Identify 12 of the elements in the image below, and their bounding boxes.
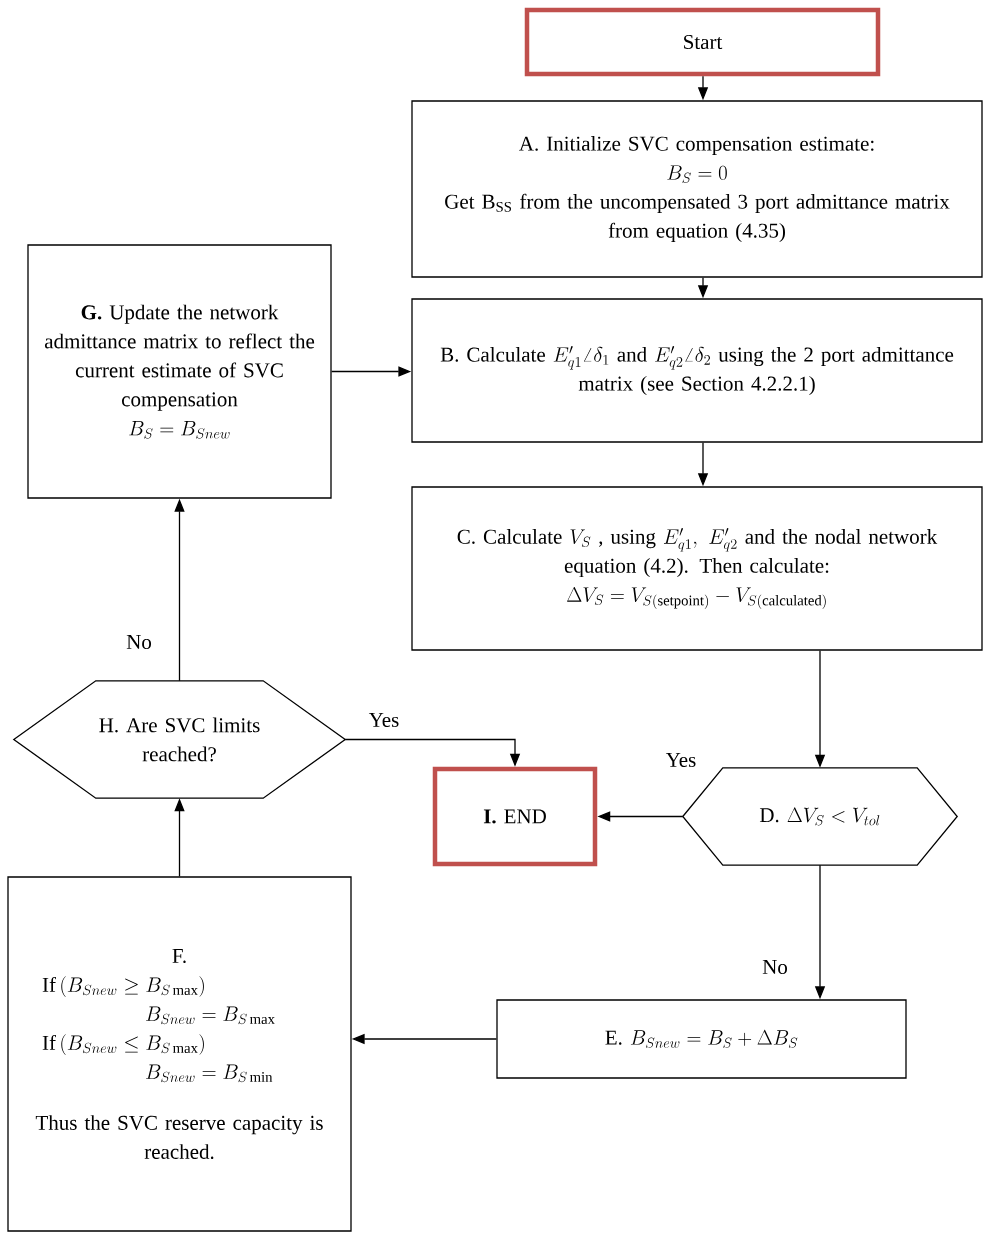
process-box: A. Initialize SVC compensation estimate: $B_S = 0$ Get B$_{SS}$ from the uncompensated 3 port admittance matrix from equation (4.35) xyxy=(411,100,983,278)
edge-label: Yes xyxy=(366,711,402,729)
process-box: C. Calculate $V_S$ , using $E'_{q1},\ E'_{q2}$ and the nodal network equation (4.2). Then calculate: $\Delta V_S = V_{S(\mathrm{setpoint})} - V_{S(\mathrm{calculated})}$ xyxy=(411,486,983,651)
edge-label: No xyxy=(760,958,790,976)
terminal-box: I. END xyxy=(432,766,598,867)
process-box: F. $\mathrm{If}\left(B_{Snew} \geq B_{S\max}\right)$ $B_{Snew} = B_{S\max}$ $\mathrm{If}\left( B_{Snew} \leq B_{S\max} \right)$ $B_{Snew} = B_{S\min}$ Thus the SVC reserve capacity is reached. xyxy=(7,876,352,1232)
process-box: G. Update the network admittance matrix to reflect the current estimate of SVC compensation $B_S = B_{Snew}$ xyxy=(27,244,332,499)
process-box: E. $B_{Snew} = B_S + \Delta B_S$ xyxy=(496,999,907,1079)
terminal-box: Start xyxy=(524,7,881,77)
edge-label: Yes xyxy=(663,751,699,769)
edge-label: No xyxy=(124,633,154,651)
process-box: B. Calculate $E'_{q1}\angle\delta_1$ and $E'_{q2}\angle\delta_2$ using the 2 port admittance matrix (see Section 4.2.2.1) xyxy=(411,298,983,443)
